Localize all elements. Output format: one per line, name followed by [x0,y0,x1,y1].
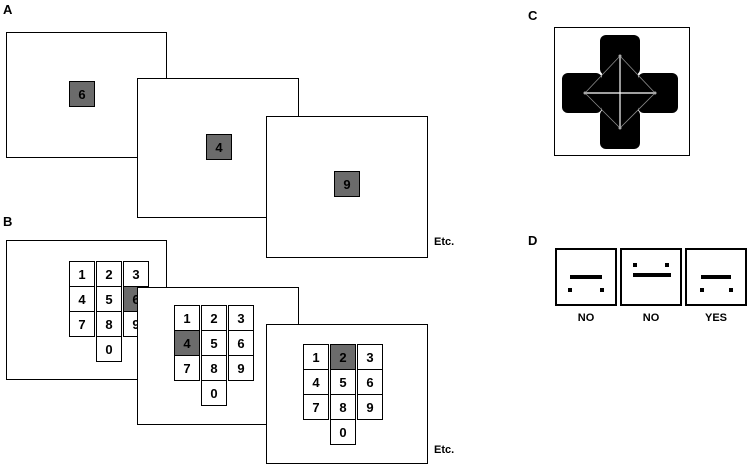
stimulus-digit: 4 [206,134,232,160]
panel-a-label: A [3,2,13,17]
panel-b-label: B [3,214,13,229]
keypad-key: 0 [201,380,227,406]
dot [700,288,704,292]
etc-label-b: Etc. [434,444,455,456]
keypad-key: 6 [357,369,383,395]
keypad-key: 7 [303,394,329,420]
keypad-key: 5 [201,330,227,356]
panel-a-screen-3: 9 [266,116,428,258]
cross-display [562,35,678,149]
keypad-key: 9 [228,355,254,381]
keypad-key: 6 [228,330,254,356]
keypad-key: 3 [357,344,383,370]
keypad-key: 2 [201,305,227,331]
keypad-key: 8 [330,394,356,420]
stimulus-digit: 6 [69,81,95,107]
panel-d-frame-3 [685,248,747,306]
dot [729,288,733,292]
panel-d-caption-3: YES [704,312,727,324]
keypad-key: 5 [330,369,356,395]
panel-d-caption-1: NO [577,312,595,324]
dot [665,263,669,267]
keypad-key: 0 [96,336,122,362]
panel-d-frame-1 [555,248,617,306]
keypad-key: 1 [303,344,329,370]
panel-c-frame [554,27,690,156]
keypad-key: 4 [303,369,329,395]
keypad-key: 8 [201,355,227,381]
panel-d-caption-2: NO [642,312,660,324]
stimulus-digit: 9 [334,171,360,197]
keypad-key: 4 [174,330,200,356]
keypad-key: 1 [69,261,95,287]
dot [600,288,604,292]
panel-c-label: C [528,8,538,23]
keypad-key: 3 [228,305,254,331]
bar-line [633,273,671,277]
bar-line [570,275,602,279]
bar-line [701,275,731,279]
keypad-key: 1 [174,305,200,331]
keypad-key: 9 [357,394,383,420]
panel-d-label: D [528,233,538,248]
keypad-key: 2 [96,261,122,287]
keypad-key: 5 [96,286,122,312]
dot [633,263,637,267]
keypad-key: 7 [174,355,200,381]
panel-d-frame-2 [620,248,682,306]
dot [568,288,572,292]
keypad-key: 8 [96,311,122,337]
keypad-key: 7 [69,311,95,337]
keypad-key: 3 [123,261,149,287]
keypad-key: 2 [330,344,356,370]
keypad-key: 0 [330,419,356,445]
etc-label-a: Etc. [434,236,455,248]
keypad-key: 4 [69,286,95,312]
